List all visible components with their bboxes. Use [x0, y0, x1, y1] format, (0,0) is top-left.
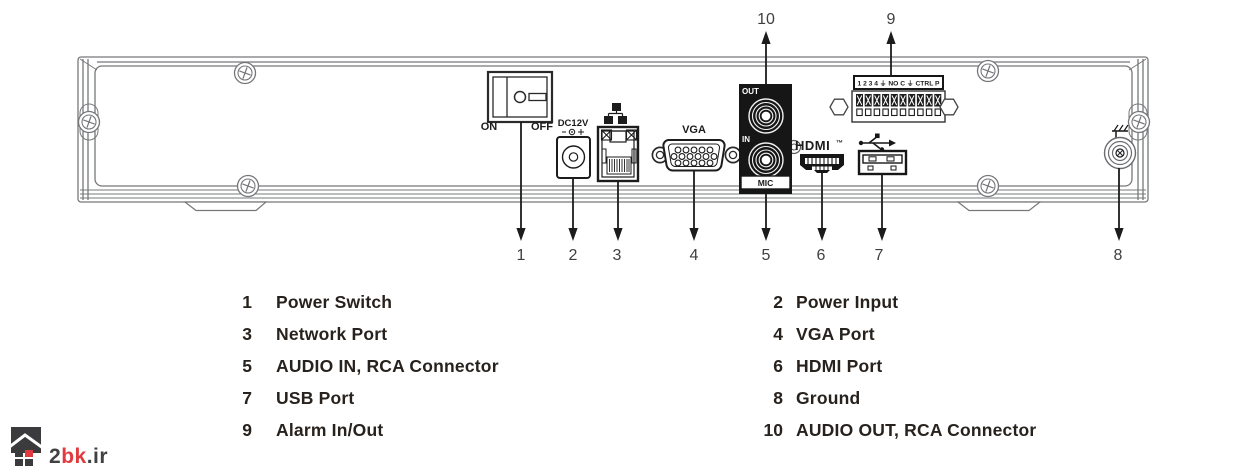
legend-number: 10: [763, 419, 783, 440]
watermark-logo: 2bk.ir: [8, 427, 108, 467]
arrow-down-icon: [877, 228, 887, 241]
legend-item: 7 USB Port: [230, 382, 710, 414]
legend-item: 4 VGA Port: [748, 318, 1228, 350]
hex-nut-icon: [939, 98, 959, 116]
callout-9: 9: [887, 11, 896, 28]
legend-item: 1 Power Switch: [230, 286, 710, 318]
watermark-text-suffix: .ir: [86, 445, 109, 468]
legend-label: Power Input: [796, 291, 899, 312]
legend-label: Alarm In/Out: [276, 419, 384, 440]
polarity-icon: [562, 128, 584, 136]
arrow-up-icon: [886, 31, 896, 44]
legend-number: 4: [773, 323, 783, 344]
watermark-text-prefix: 2: [49, 445, 62, 468]
hex-nut-icon: [829, 98, 849, 116]
legend-number: 9: [242, 419, 252, 440]
legend-number: 3: [242, 323, 252, 344]
legend-label: HDMI Port: [796, 355, 883, 376]
callout-lines: [520, 44, 1120, 228]
hdmi-label: HDMI: [795, 138, 830, 153]
arrow-down-icon: [516, 228, 526, 241]
callout-10: 10: [757, 11, 775, 28]
switch-on-label: ON: [481, 121, 498, 133]
arrow-down-icon: [761, 228, 771, 241]
callout-3: 3: [613, 247, 622, 264]
legend-item: 2 Power Input: [748, 286, 1228, 318]
legend-label: Power Switch: [276, 291, 393, 312]
arrow-up-icon: [761, 31, 771, 44]
dc12v-label: DC12V: [558, 118, 589, 129]
callout-4: 4: [690, 247, 699, 264]
arrow-down-icon: [817, 228, 827, 241]
legend-number: 7: [242, 387, 252, 408]
arrow-down-icon: [1114, 228, 1124, 241]
legend-number: 6: [773, 355, 783, 376]
legend-label: AUDIO IN, RCA Connector: [276, 355, 499, 376]
callout-1: 1: [517, 247, 526, 264]
legend-number: 1: [242, 291, 252, 312]
lan-icon: [604, 103, 627, 124]
callout-5: 5: [762, 247, 771, 264]
audio-in-label: IN: [742, 135, 750, 144]
switch-on-symbol: [528, 92, 547, 102]
legend-label: Network Port: [276, 323, 388, 344]
legend-left-column: 1 Power Switch 3 Network Port 5 AUDIO IN…: [230, 286, 710, 446]
hdmi-port: HDMI ™: [795, 138, 844, 173]
vga-label: VGA: [682, 124, 706, 136]
screw-icon: [976, 59, 1000, 83]
legend-number: 8: [773, 387, 783, 408]
alarm-terminal-block: 1 2 3 4 ⏚ NO C ⏚ CTRL P: [829, 75, 959, 123]
arrow-down-icon: [568, 228, 578, 241]
callout-numbers: 1 2 3 4 5 6 7 8 9 10: [517, 11, 1123, 264]
legend-item: 9 Alarm In/Out: [230, 414, 710, 446]
network-port: [596, 103, 640, 183]
arrow-down-icon: [689, 228, 699, 241]
audio-rca-block: OUT IN MIC: [739, 84, 792, 194]
legend-number: 5: [242, 355, 252, 376]
screw-icon: [1127, 110, 1151, 134]
legend-item: 10 AUDIO OUT, RCA Connector: [748, 414, 1228, 446]
arrow-down-icon: [613, 228, 623, 241]
screw-icon: [236, 174, 260, 198]
legend-label: USB Port: [276, 387, 355, 408]
legend-label: Ground: [796, 387, 861, 408]
hdmi-tm-label: ™: [836, 140, 843, 147]
vga-port: VGA: [651, 124, 742, 172]
callout-8: 8: [1114, 247, 1123, 264]
vga-screw-post: [724, 146, 742, 164]
switch-off-symbol: [513, 90, 527, 104]
screw-icon: [976, 174, 1000, 198]
ground-terminal: [1103, 124, 1137, 170]
legend-item: 8 Ground: [748, 382, 1228, 414]
legend-label: VGA Port: [796, 323, 875, 344]
callout-2: 2: [569, 247, 578, 264]
callout-6: 6: [817, 247, 826, 264]
callout-7: 7: [875, 247, 884, 264]
switch-off-label: OFF: [531, 121, 553, 133]
legend-number: 2: [773, 291, 783, 312]
power-input-port: DC12V: [556, 118, 591, 179]
screw-icon: [233, 61, 257, 85]
house-icon: [8, 427, 44, 466]
legend-item: 3 Network Port: [230, 318, 710, 350]
power-switch: ON OFF: [481, 70, 553, 133]
audio-out-label: OUT: [742, 87, 759, 96]
watermark-text: 2bk.ir: [49, 446, 108, 467]
legend-label: AUDIO OUT, RCA Connector: [796, 419, 1037, 440]
screw-icon: [77, 110, 101, 134]
legend-right-column: 2 Power Input 4 VGA Port 6 HDMI Port 8 G…: [748, 286, 1228, 446]
watermark-text-brand: bk: [61, 445, 87, 468]
legend-item: 5 AUDIO IN, RCA Connector: [230, 350, 710, 382]
alarm-strip-label: 1 2 3 4 ⏚ NO C ⏚ CTRL P: [858, 80, 940, 88]
mic-label: MIC: [758, 178, 774, 188]
legend-item: 6 HDMI Port: [748, 350, 1228, 382]
